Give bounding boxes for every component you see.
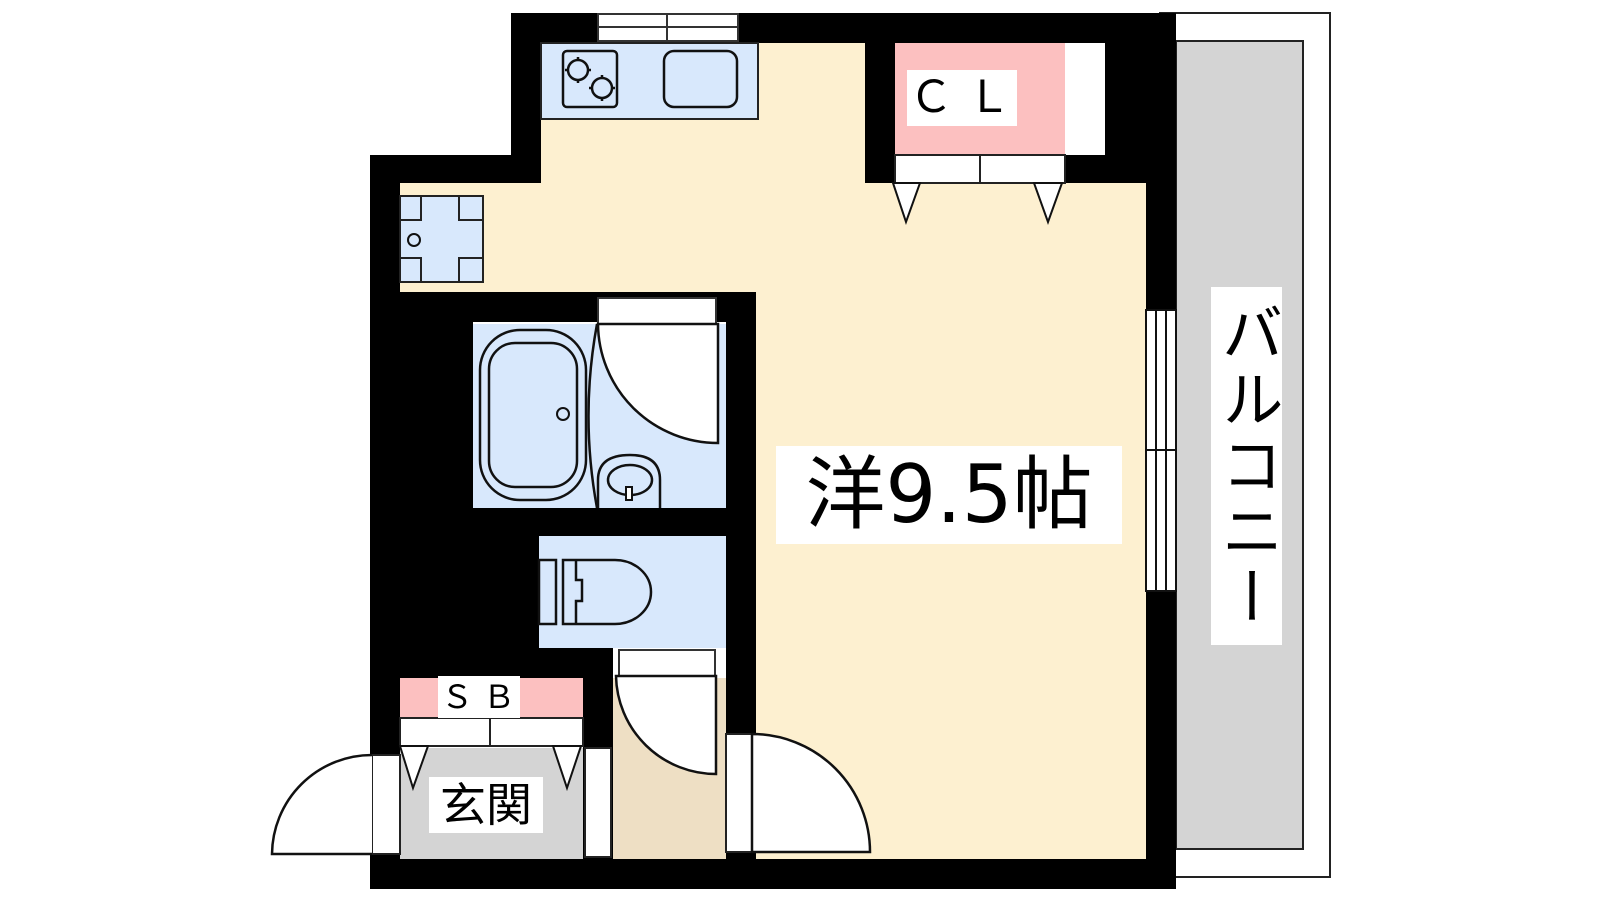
washbasin-icon	[596, 453, 662, 508]
main-floor	[400, 43, 1146, 859]
closet-label: ＣＬ	[907, 70, 1017, 126]
balcony	[1159, 12, 1331, 878]
hallway	[613, 674, 726, 859]
stove-burner-icon	[565, 57, 615, 101]
toilet-door	[614, 674, 718, 776]
bathroom	[473, 297, 726, 509]
toilet-icon	[537, 558, 653, 626]
main-room-label: 洋9.5帖	[776, 446, 1122, 544]
bathroom-door	[596, 322, 720, 445]
washer-space	[399, 195, 484, 283]
room-door	[725, 732, 872, 854]
balcony-window	[1145, 309, 1177, 592]
shoe-box-label: ＳＢ	[438, 676, 520, 718]
front-door	[270, 753, 401, 856]
entrance-label: 玄関	[429, 777, 543, 833]
sink-icon	[662, 49, 739, 109]
balcony-label: バルコニー	[1211, 287, 1284, 645]
kitchen-window	[597, 13, 739, 42]
toilet-room	[537, 536, 726, 677]
kitchen-counter	[540, 42, 759, 120]
bathtub-icon	[478, 328, 588, 502]
